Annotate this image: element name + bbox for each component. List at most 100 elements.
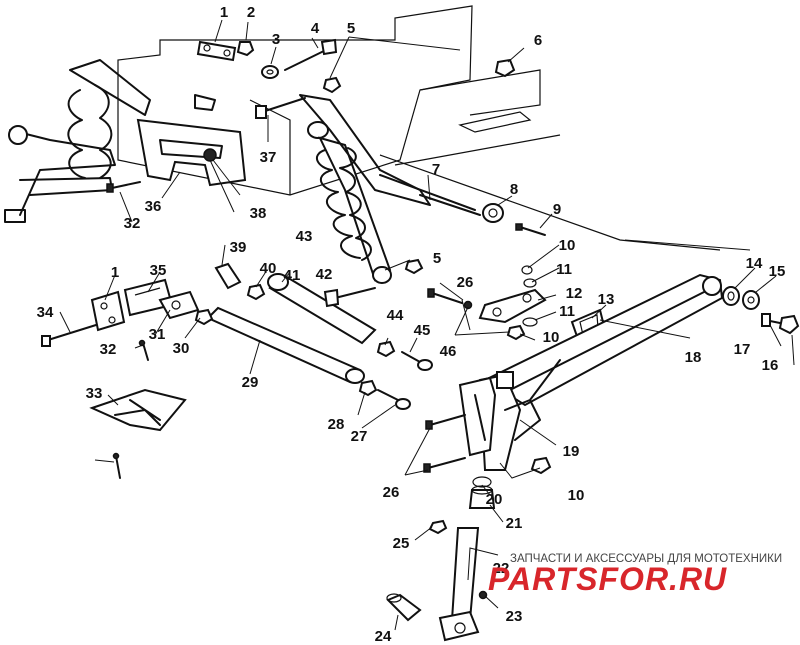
callout-20: 20 bbox=[486, 491, 503, 508]
callout-6: 6 bbox=[534, 32, 542, 49]
tube-41 bbox=[267, 273, 377, 345]
callout-25: 25 bbox=[393, 535, 410, 552]
tube-29 bbox=[206, 306, 365, 384]
nut-44 bbox=[376, 340, 396, 358]
callout-16: 16 bbox=[762, 357, 779, 374]
callout-8: 8 bbox=[510, 181, 518, 198]
bolt-42 bbox=[323, 287, 376, 308]
callout-14: 14 bbox=[746, 255, 763, 272]
callout-10-top: 10 bbox=[559, 237, 576, 254]
callout-17: 17 bbox=[734, 341, 751, 358]
callout-45: 45 bbox=[414, 322, 431, 339]
callout-1-top: 1 bbox=[220, 4, 228, 21]
nut-25 bbox=[428, 519, 448, 535]
callout-7: 7 bbox=[432, 161, 440, 178]
washer-10-top bbox=[521, 265, 533, 275]
callout-labels: 1 2 3 4 5 6 37 7 8 9 10 11 12 11 10 13 1… bbox=[37, 4, 786, 645]
bushing-8 bbox=[482, 203, 504, 223]
leader-lines bbox=[59, 19, 795, 631]
callout-12: 12 bbox=[566, 285, 583, 302]
nut-40 bbox=[246, 283, 266, 301]
bushing-21 bbox=[468, 485, 496, 509]
callout-10-low: 10 bbox=[568, 487, 585, 504]
callout-11-mid: 11 bbox=[559, 303, 575, 320]
callout-27: 27 bbox=[351, 428, 368, 445]
nut-30 bbox=[194, 308, 214, 326]
callout-37: 37 bbox=[260, 149, 277, 166]
callout-30: 30 bbox=[173, 340, 190, 357]
nut-23 bbox=[478, 590, 488, 600]
nut-5-mid bbox=[404, 258, 424, 275]
nut-10-low bbox=[530, 456, 552, 475]
callout-26-mid: 26 bbox=[457, 274, 474, 291]
callout-11-top: 11 bbox=[556, 261, 572, 278]
sleeve-24 bbox=[386, 593, 422, 622]
callout-13: 13 bbox=[598, 291, 615, 308]
washer-11-mid bbox=[522, 317, 538, 327]
callout-10-mid: 10 bbox=[543, 329, 560, 346]
callout-5-top: 5 bbox=[347, 20, 355, 37]
callout-35: 35 bbox=[150, 262, 167, 279]
link-1-left bbox=[90, 290, 126, 332]
bolt-37 bbox=[255, 97, 306, 119]
bolt-32-top bbox=[106, 181, 141, 193]
watermark-tagline: ЗАПЧАСТИ И АКСЕССУАРЫ ДЛЯ МОТОТЕХНИКИ bbox=[510, 553, 782, 565]
callout-24: 24 bbox=[375, 628, 392, 645]
callout-19: 19 bbox=[563, 443, 580, 460]
callout-36: 36 bbox=[145, 198, 162, 215]
skid-plate-33 bbox=[89, 388, 187, 432]
watermark: ЗАПЧАСТИ И АКСЕССУАРЫ ДЛЯ МОТОТЕХНИКИ PA… bbox=[488, 553, 782, 597]
nut-2 bbox=[236, 41, 255, 57]
nut-28 bbox=[358, 379, 378, 397]
nut-10-mid bbox=[506, 324, 526, 341]
callout-33: 33 bbox=[86, 385, 103, 402]
rod-end-27 bbox=[377, 389, 411, 410]
nut-5-top bbox=[322, 76, 342, 94]
callout-42: 42 bbox=[316, 266, 333, 283]
callout-1-left: 1 bbox=[111, 264, 119, 281]
callout-26-low: 26 bbox=[383, 484, 400, 501]
left-a-arm bbox=[4, 125, 116, 223]
shock-absorber-43 bbox=[307, 121, 392, 284]
washer-11-top bbox=[523, 278, 537, 288]
callout-44: 44 bbox=[387, 307, 404, 324]
pin-32-low bbox=[112, 452, 121, 479]
frame-outline bbox=[117, 5, 721, 251]
callout-22: 22 bbox=[493, 560, 510, 577]
callout-31: 31 bbox=[149, 326, 166, 343]
upper-link-1 bbox=[196, 40, 237, 62]
callout-43: 43 bbox=[296, 228, 313, 245]
spindle-22 bbox=[438, 527, 480, 642]
watermark-logo: PARTSFOR.RU bbox=[488, 561, 727, 597]
callout-5-mid: 5 bbox=[433, 250, 441, 267]
bolts-26-low bbox=[423, 414, 466, 473]
callout-21: 21 bbox=[506, 515, 523, 532]
nut-16 bbox=[778, 314, 800, 335]
callout-40: 40 bbox=[260, 260, 277, 277]
screw-9 bbox=[515, 223, 546, 236]
washer-20 bbox=[472, 476, 492, 488]
washer-3 bbox=[261, 65, 279, 79]
callout-34: 34 bbox=[37, 304, 54, 321]
bolt-4 bbox=[284, 38, 338, 71]
bushing-14 bbox=[722, 286, 740, 306]
callout-18: 18 bbox=[685, 349, 702, 366]
link-plate-12 bbox=[478, 288, 547, 324]
callout-32-top: 32 bbox=[124, 215, 141, 232]
callout-28: 28 bbox=[328, 416, 345, 433]
callout-4: 4 bbox=[311, 20, 320, 37]
callout-15: 15 bbox=[769, 263, 786, 280]
callout-9: 9 bbox=[553, 201, 561, 218]
callout-23: 23 bbox=[506, 608, 523, 625]
callout-3: 3 bbox=[272, 31, 280, 48]
callout-39: 39 bbox=[230, 239, 247, 256]
rod-end-45 bbox=[401, 351, 433, 371]
mount-bracket bbox=[136, 94, 247, 187]
callout-32-mid: 32 bbox=[100, 341, 117, 358]
washer-15 bbox=[742, 290, 760, 310]
bracket-19 bbox=[458, 371, 514, 457]
nut-6 bbox=[494, 58, 516, 78]
callout-46: 46 bbox=[440, 343, 457, 360]
